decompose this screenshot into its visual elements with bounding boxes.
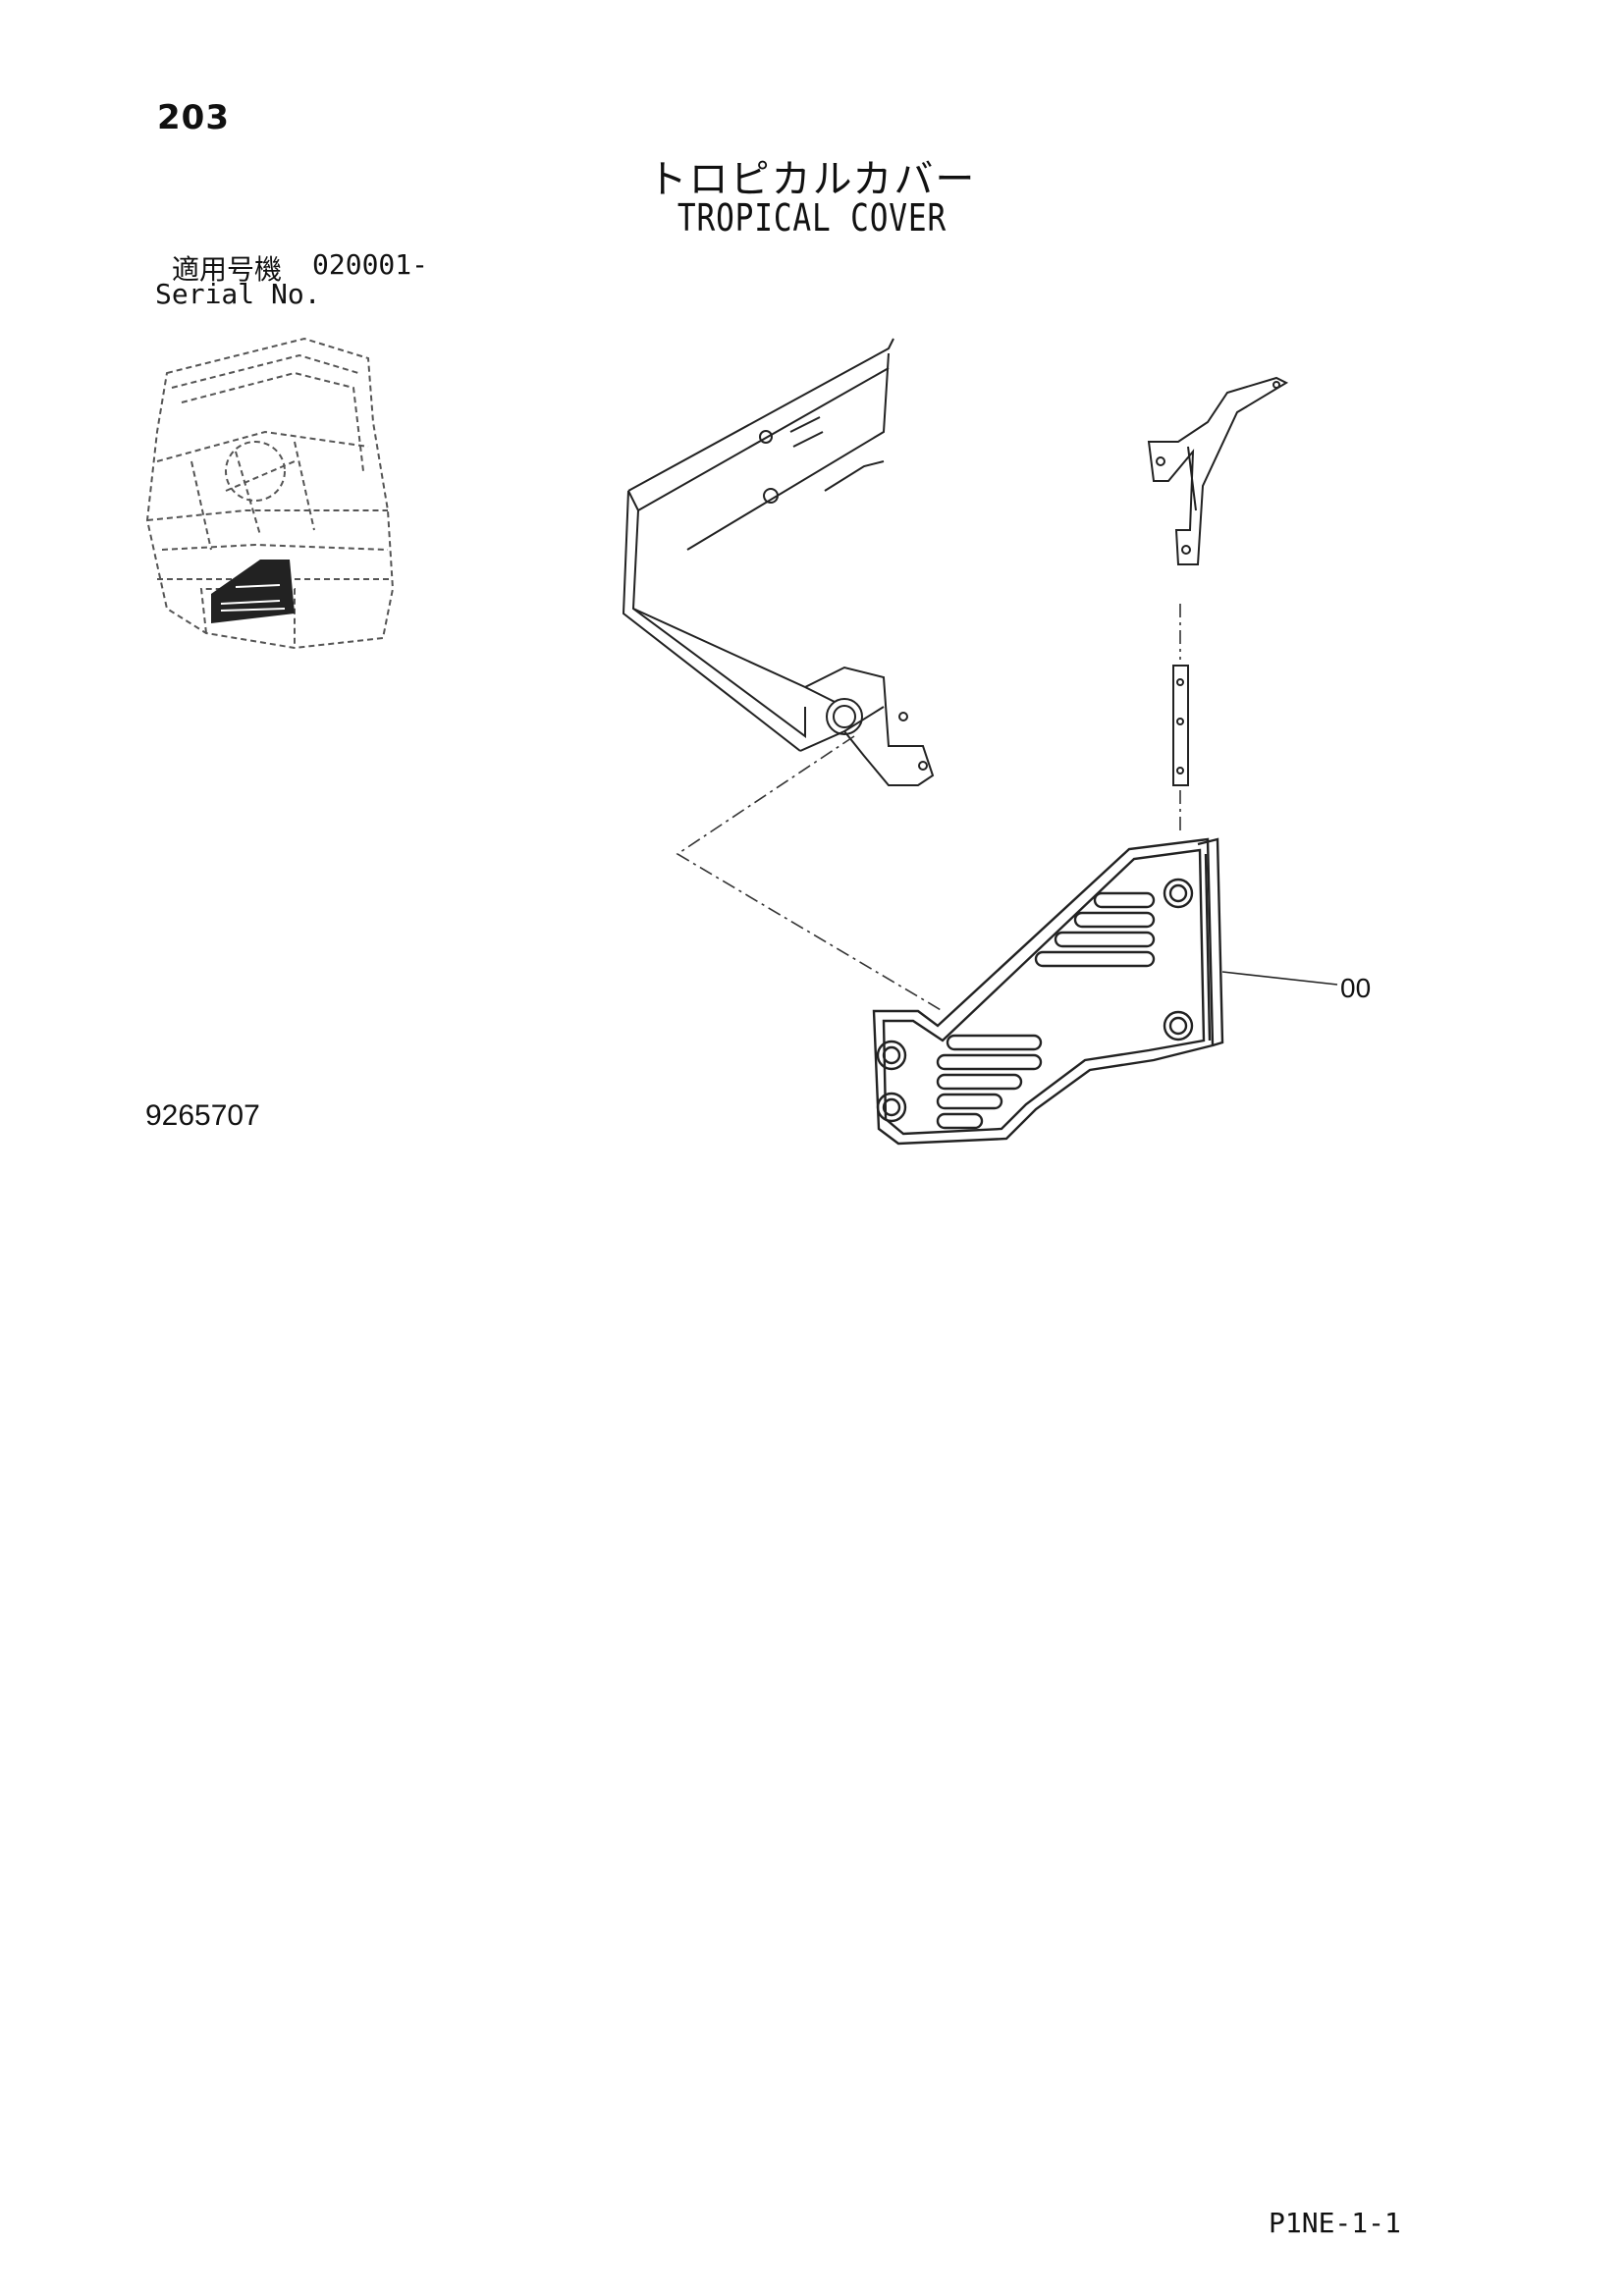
locator-highlight-cover — [211, 560, 295, 623]
page-code: P1NE-1-1 — [1269, 2207, 1401, 2239]
flat-bar — [1172, 665, 1189, 786]
mounting-bracket — [1147, 376, 1289, 565]
part-callout-label: 00 — [1340, 973, 1372, 1003]
page-title-japanese: トロピカルカバー — [647, 157, 977, 202]
page-number: 203 — [157, 98, 230, 137]
serial-number-range: 020001- — [312, 248, 429, 281]
page-title-english: TROPICAL COVER — [677, 196, 947, 240]
callout-leader — [1221, 971, 1338, 986]
figure-reference-code: 9265707 — [145, 1099, 260, 1132]
serial-label-english: Serial No. — [155, 278, 321, 310]
tropical-cover — [872, 837, 1224, 1146]
alignment-lines — [676, 604, 1181, 1012]
frame-rail — [622, 338, 935, 786]
serial-label-japanese: 適用号機 — [172, 253, 283, 286]
